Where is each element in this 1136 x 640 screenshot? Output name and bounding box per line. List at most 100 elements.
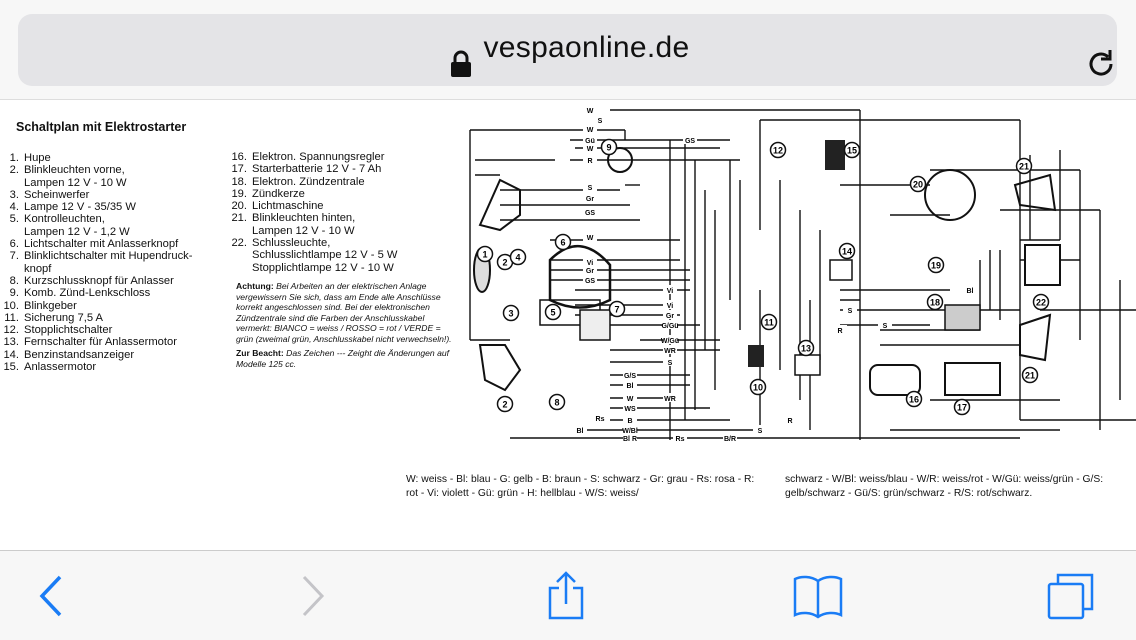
part-label: Lampen 12 V - 10 W [252, 224, 355, 237]
wire-label-bg [663, 285, 677, 294]
part-number: 8. [9, 274, 19, 287]
component-marker [838, 242, 856, 260]
part-label: Stopplichtlampe 12 V - 10 W [252, 261, 394, 274]
part-number: 20. [231, 200, 247, 213]
component-marker-number: 21 [1025, 371, 1035, 381]
wire-label: Bl [967, 288, 974, 295]
part-label: Schlussleuchte, [252, 237, 331, 250]
component-marker-number: 17 [957, 403, 967, 413]
flasher-unit [748, 345, 764, 367]
forward-icon[interactable] [288, 571, 338, 621]
note-label: Achtung: [236, 281, 274, 291]
component-marker [502, 304, 520, 322]
address-bar[interactable]: vespaonline.de [18, 14, 1117, 86]
wire-label-bg [878, 320, 892, 329]
wire-label-bg [583, 143, 597, 152]
ignition-unit [944, 304, 981, 331]
part-label: Lichtmaschine [252, 200, 324, 213]
wire-label: GS [585, 278, 595, 285]
part-number: 7. [9, 250, 19, 263]
share-icon[interactable] [541, 571, 591, 621]
part-item: 14.Benzinstandsanzeiger [0, 349, 230, 361]
part-number: 17. [231, 163, 247, 176]
back-icon[interactable] [26, 571, 76, 621]
part-item: 11.Sicherung 7,5 A [0, 312, 230, 324]
wire-label: GS [585, 210, 595, 217]
component-marker [909, 175, 927, 193]
part-label: Blinkleuchten hinten, [252, 212, 356, 225]
wire-label-bg [673, 433, 687, 442]
wire-label-bg [783, 415, 797, 424]
tail-light [1024, 244, 1061, 286]
wire-label: WR [664, 396, 676, 403]
component-marker [509, 248, 527, 266]
part-label: Lampen 12 V - 1,2 W [24, 225, 130, 238]
note-text: Bei Arbeiten an der elektrischen Anlage … [236, 281, 452, 344]
part-item: Stopplichtlampe 12 V - 10 W [228, 262, 458, 274]
component-marker [749, 378, 767, 396]
part-label: knopf [24, 262, 52, 275]
component-marker-number: 14 [842, 247, 852, 257]
component-marker-number: 7 [614, 305, 619, 315]
component-marker [760, 313, 778, 331]
front-left-indicator-lower [478, 344, 522, 392]
part-number [0, 177, 24, 189]
wire-label: Gr [666, 313, 674, 320]
wire-label-bg [583, 155, 597, 164]
part-item: Lampen 12 V - 1,2 W [0, 226, 230, 238]
part-number [228, 249, 252, 261]
part-item: 22. Schlussleuchte, [228, 237, 458, 249]
url-text[interactable]: vespaonline.de [483, 31, 690, 64]
wire-label: Bl [627, 383, 634, 390]
wire-label-bg [663, 335, 677, 344]
wire-label-bg [963, 285, 977, 294]
wire-label-bg [623, 433, 637, 442]
wire-label-bg [623, 425, 637, 434]
wire-label-bg [623, 380, 637, 389]
component-marker-number: 3 [508, 309, 513, 319]
part-item: 2.Blinkleuchten vorne, [0, 164, 230, 176]
part-item: 15.Anlassermotor [0, 361, 230, 373]
front-left-indicator [478, 178, 521, 232]
color-legend-left: W: weiss - Bl: blau - G: gelb - B: braun… [406, 474, 755, 499]
note2-label: Zur Beacht: [236, 348, 284, 358]
wire-label: Gr [586, 268, 594, 275]
wire-label: Rs [596, 416, 605, 423]
wire-label-bg [833, 325, 847, 334]
tabs-icon[interactable] [1046, 571, 1096, 621]
reload-icon[interactable] [1084, 47, 1118, 81]
wire-label-bg [583, 124, 597, 133]
component-marker-number: 19 [931, 261, 941, 271]
indicator-switch [579, 309, 611, 341]
browser-toolbar [0, 550, 1136, 640]
part-number: 22. [231, 237, 247, 250]
part-label: Schlusslichtlampe 12 V - 5 W [252, 249, 398, 262]
part-label: Starterbatterie 12 V - 7 Ah [252, 163, 382, 176]
part-label: Sicherung 7,5 A [24, 311, 103, 324]
part-label: Hupe [24, 152, 51, 164]
wire-label-bg [663, 320, 677, 329]
component-marker-number: 1 [482, 250, 487, 260]
rear-indicator-lower [1019, 313, 1052, 362]
wire-label: W [587, 146, 594, 153]
component-marker [769, 141, 787, 159]
component-marker [1021, 366, 1039, 384]
component-marker [554, 233, 572, 251]
note2-text: Das Zeichen --- Zeight die Änderungen au… [236, 348, 450, 369]
wire-label-bg [623, 393, 637, 402]
component-marker [496, 395, 514, 413]
wire-label: Vi [667, 303, 674, 310]
bookmarks-icon[interactable] [793, 571, 843, 621]
wire-label: W [587, 235, 594, 242]
part-number: 12. [3, 324, 19, 337]
component-marker [1015, 157, 1033, 175]
wire-label: G/Gü [661, 323, 678, 330]
component-marker [926, 293, 944, 311]
part-number: 16. [231, 151, 247, 163]
starter-relay [794, 354, 821, 376]
part-item: 18.Elektron. Zündzentrale [228, 176, 458, 188]
part-item: 20. Lichtmaschine [228, 200, 458, 212]
starter-motor [825, 140, 845, 170]
part-item: 1.Hupe [0, 152, 230, 164]
part-item: 4.Lampe 12 V - 35/35 W [0, 201, 230, 213]
